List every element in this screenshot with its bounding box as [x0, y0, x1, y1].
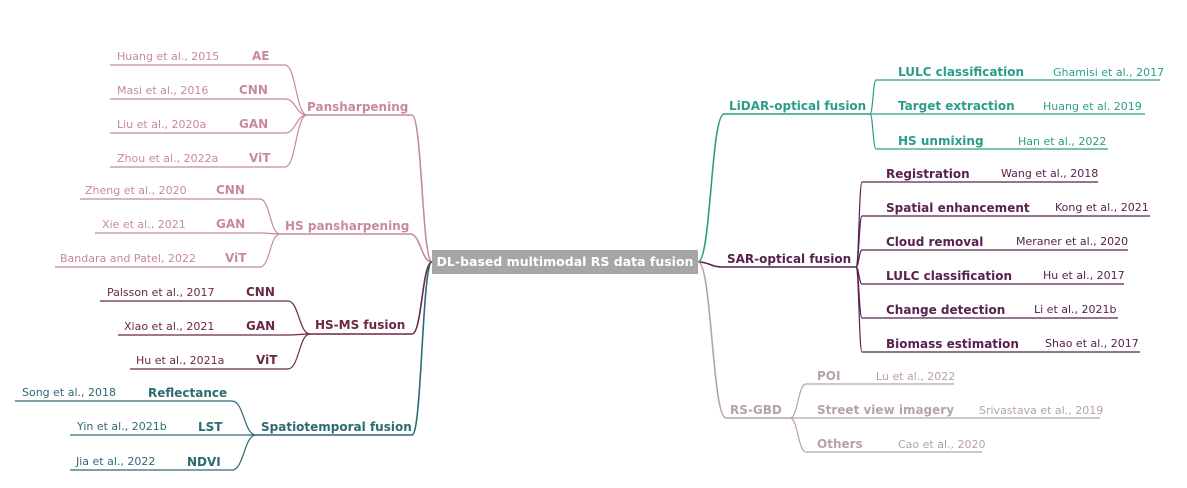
task-spatial-enhancement: Spatial enhancement [886, 201, 1030, 215]
branch-connector [697, 113, 725, 263]
ref-cao-2020: Cao et al., 2020 [898, 438, 986, 451]
ref-hu-2021a: Hu et al., 2021a [136, 354, 225, 367]
method-ndvi: NDVI [187, 455, 221, 469]
method-vit: ViT [256, 353, 278, 367]
task-target-extraction: Target extraction [898, 99, 1015, 113]
method-ae: AE [252, 49, 270, 63]
ref-zhou-2022a: Zhou et al., 2022a [117, 152, 219, 165]
task-change-detection: Change detection [886, 303, 1006, 317]
ref-song-2018: Song et al., 2018 [22, 386, 117, 399]
method-gan: GAN [246, 319, 276, 333]
branch-lidar-optical-fusion: LiDAR-optical fusion [729, 99, 867, 113]
ref-masi-2016: Masi et al., 2016 [117, 84, 209, 97]
branch-connector [409, 233, 433, 263]
leaf-connector [259, 198, 281, 235]
method-reflectance: Reflectance [148, 386, 228, 400]
method-lst: LST [198, 420, 223, 434]
ref-srivastava-2019: Srivastava et al., 2019 [979, 404, 1104, 417]
branch-rs-gbd: RS-GBD [730, 403, 782, 417]
ref-bandara-2022: Bandara and Patel, 2022 [60, 252, 196, 265]
branch-connector [697, 261, 723, 268]
ref-huang-2015: Huang et al., 2015 [117, 50, 220, 63]
task-others: Others [817, 437, 863, 451]
ref-meraner-2020: Meraner et al., 2020 [1016, 235, 1129, 248]
branch-sar-optical-fusion: SAR-optical fusion [727, 252, 852, 266]
branch-connector [411, 261, 433, 335]
task-hs-unmixing: HS unmixing [898, 134, 984, 148]
leaf-connector [287, 300, 311, 335]
leaf-connector [855, 266, 863, 353]
ref-lu-2022: Lu et al., 2022 [876, 370, 956, 383]
leaf-connector [259, 233, 281, 268]
leaf-connector [855, 249, 863, 268]
task-lulc-classification: LULC classification [898, 65, 1025, 79]
ref-jia-2022: Jia et al., 2022 [76, 455, 156, 468]
leaf-connector [287, 333, 311, 370]
leaf-connector [789, 417, 807, 453]
leaf-connector [231, 434, 257, 471]
task-registration: Registration [886, 167, 970, 181]
method-vit: ViT [249, 151, 271, 165]
ref-han-2022: Han et al., 2022 [1018, 135, 1107, 148]
task-cloud-removal: Cloud removal [886, 235, 984, 249]
ref-huang-2019: Huang et al. 2019 [1043, 100, 1142, 113]
branch-pansharpening: Pansharpening [307, 100, 409, 114]
leaf-connector [231, 400, 257, 436]
leaf-connector [284, 98, 308, 116]
method-cnn: CNN [246, 285, 275, 299]
task-lulc-classification: LULC classification [886, 269, 1013, 283]
ref-wang-2018: Wang et al., 2018 [1001, 167, 1099, 180]
method-gan: GAN [239, 117, 269, 131]
leaf-connector [284, 114, 308, 168]
branch-connector [411, 114, 433, 263]
ref-ghamisi-2017: Ghamisi et al., 2017 [1053, 66, 1165, 79]
method-vit: ViT [225, 251, 247, 265]
branch-hs-pansharpening: HS pansharpening [285, 219, 410, 233]
leaf-connector [869, 79, 877, 115]
ref-hu-2017: Hu et al., 2017 [1043, 269, 1125, 282]
branch-spatiotemporal-fusion: Spatiotemporal fusion [261, 420, 412, 434]
task-street-view-imagery: Street view imagery [817, 403, 955, 417]
ref-palsson-2017: Palsson et al., 2017 [107, 286, 215, 299]
ref-zheng-2020: Zheng et al., 2020 [85, 184, 187, 197]
leaf-connector [789, 383, 807, 419]
leaf-connector [284, 64, 308, 116]
task-poi: POI [817, 369, 841, 383]
ref-yin-2021b: Yin et al., 2021b [77, 420, 167, 433]
root-node: DL-based multimodal RS data fusion [432, 250, 698, 274]
method-cnn: CNN [216, 183, 245, 197]
ref-xie-2021: Xie et al., 2021 [102, 218, 186, 231]
ref-shao-2017: Shao et al., 2017 [1045, 337, 1139, 350]
branch-connector [411, 261, 433, 436]
task-biomass-estimation: Biomass estimation [886, 337, 1019, 351]
ref-xiao-2021: Xiao et al., 2021 [124, 320, 215, 333]
ref-kong-2021: Kong et al., 2021 [1055, 201, 1149, 214]
leaf-connector [869, 113, 877, 150]
leaf-connector [855, 215, 863, 268]
branch-connector [697, 261, 727, 419]
method-cnn: CNN [239, 83, 268, 97]
ref-liu-2020a: Liu et al., 2020a [117, 118, 207, 131]
branch-hs-ms-fusion: HS-MS fusion [315, 318, 406, 332]
method-gan: GAN [216, 217, 246, 231]
ref-li-2021b: Li et al., 2021b [1034, 303, 1117, 316]
